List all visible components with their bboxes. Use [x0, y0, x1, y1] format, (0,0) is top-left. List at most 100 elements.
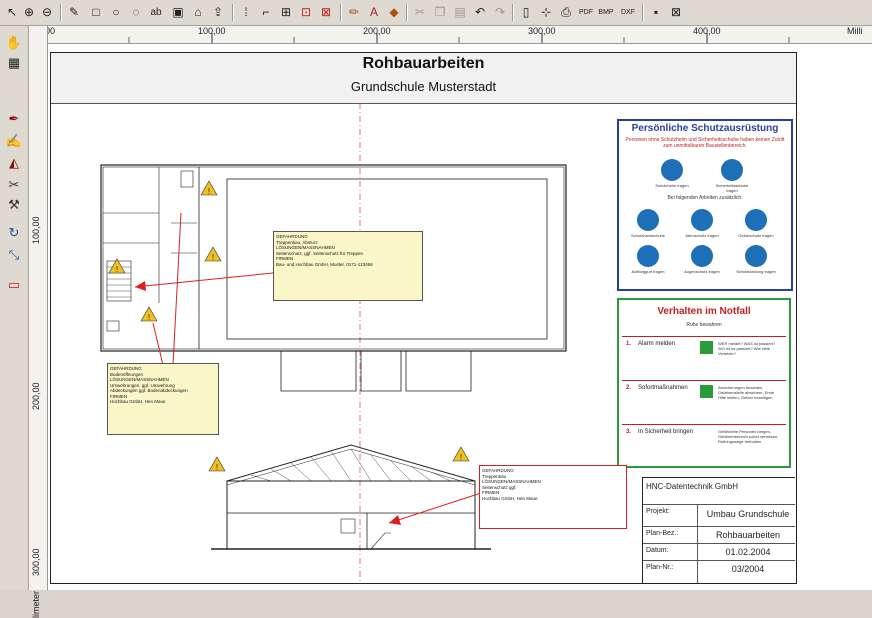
save-icon[interactable]: ▪ — [653, 5, 659, 19]
row-text: Absicherungen beachten, Gefahrenstelle a… — [718, 385, 775, 400]
ellipse-icon[interactable]: ○ — [112, 5, 120, 19]
note-line: Umwehrungen, ggf. Umwehrung — [110, 382, 175, 388]
export-icon[interactable]: ⇪ — [212, 5, 224, 19]
export-pdf-icon[interactable]: PDF — [579, 8, 593, 16]
row-text: Gefährdete Personen bergen, Gefahrenbere… — [718, 429, 779, 444]
export-dxf-icon[interactable]: DXF — [621, 8, 635, 16]
note-line: FIRMEN — [482, 490, 500, 495]
redo-icon[interactable]: ↷ — [494, 5, 506, 19]
note-line: GEFAHRDUNG — [110, 366, 142, 371]
align-icon[interactable]: ⊞ — [280, 5, 292, 19]
note-line: Treppenbau — [482, 473, 507, 479]
ruler-label: 200,00 — [363, 26, 391, 36]
fit-icon[interactable]: ⊹ — [540, 5, 552, 19]
drawing-canvas[interactable]: Rohbauarbeiten Grundschule Musterstadt — [48, 44, 872, 590]
note-line: GEFAHRDUNG — [276, 234, 308, 239]
ppe-sign: Persönliche Schutzausrüstung Personen oh… — [617, 119, 793, 291]
info-label: Plan-Nr.: — [646, 564, 674, 571]
row-label: Alarm melden — [638, 341, 676, 347]
info-label: Plan-Bez.: — [646, 530, 679, 537]
print-icon[interactable]: ⎙ — [561, 4, 571, 19]
svg-text:!: ! — [212, 253, 214, 262]
hazard-note[interactable]: GEFAHRDUNG Treppenbau LÖSUNGEN/MASSNAHME… — [479, 465, 627, 529]
comment-icon[interactable]: ▭ — [7, 277, 21, 292]
left-toolbar: ✋ ▦ ✒ ✍ ◭ ✂ ⚒ ↻ ⤡ ▭ — [0, 26, 29, 590]
row-number: 1. — [626, 341, 632, 347]
export-bmp-icon[interactable]: BMP — [598, 8, 614, 16]
horizontal-ruler[interactable]: 00 100,00 200,00 300,00 400,00 Milli — [45, 26, 872, 44]
info-row: Plan-Bez.: Rohbauarbeiten — [643, 526, 795, 543]
company-name: HNC-Datentechnik GmbH — [646, 482, 739, 491]
symbol-icon[interactable]: ⌂ — [194, 5, 202, 19]
note-line: FIRMEN — [110, 393, 128, 399]
fill-icon[interactable]: ◆ — [389, 5, 399, 19]
vertical-ruler[interactable]: 100,00 200,00 300,00 limeter — [29, 26, 48, 618]
harness-icon — [637, 245, 659, 267]
svg-text:!: ! — [460, 453, 462, 462]
ppe-label: Augenschutz tragen — [684, 269, 720, 274]
toolbar-separator — [232, 4, 234, 21]
pen-icon[interactable]: ✎ — [68, 5, 80, 19]
pointer-icon[interactable]: ↖ — [6, 5, 18, 19]
ppe-label: Schutzkleidung tragen — [736, 269, 776, 274]
phone-icon — [700, 341, 713, 354]
cut-tool-icon[interactable]: ✂ — [8, 177, 20, 192]
info-value: Rohbauarbeiten — [715, 530, 781, 540]
copy-icon[interactable]: ❐ — [434, 5, 446, 19]
pencil-icon[interactable]: ✏ — [348, 5, 360, 19]
camera-icon[interactable]: ▣ — [172, 5, 184, 19]
info-company-row: HNC-Datentechnik GmbH — [643, 478, 795, 498]
note-line: LÖSUNGEN/MASSNAHMEN — [482, 479, 541, 484]
ppe-label: Gehörschutz tragen — [738, 233, 774, 238]
hand-icon[interactable]: ✋ — [5, 35, 23, 50]
undo-icon[interactable]: ↶ — [474, 5, 486, 19]
dimension-icon[interactable]: ⚒ — [8, 197, 20, 212]
shape-icon[interactable]: ◭ — [9, 155, 19, 170]
emergency-subtitle: Ruhe bewahren — [686, 322, 722, 328]
info-value: 01.02.2004 — [725, 547, 771, 557]
snap-icon[interactable]: ⌐ — [262, 5, 270, 19]
info-row: Plan-Nr.: 03/2004 — [643, 560, 795, 577]
respirator-icon — [691, 209, 713, 231]
note-line: FIRMEN — [276, 256, 294, 261]
note-line: Bau- und Hochbau GmbH, Muster, 0171-1234… — [276, 261, 373, 267]
text-icon[interactable]: ab — [150, 6, 162, 18]
ppe-title: Persönliche Schutzausrüstung — [631, 123, 779, 134]
text-color-icon[interactable]: A — [369, 5, 378, 19]
select-all-icon[interactable]: ⊠ — [320, 5, 332, 19]
info-row: Projekt: Umbau Grundschule — [643, 504, 795, 525]
close-icon[interactable]: ⊠ — [670, 5, 682, 19]
resize-icon[interactable]: ⤡ — [8, 247, 20, 262]
new-page-icon[interactable]: ▯ — [522, 5, 530, 19]
cut-icon[interactable]: ✂ — [414, 5, 426, 19]
grid-icon[interactable]: ⁞ — [244, 5, 248, 19]
emergency-row: 2. Sofortmaßnahmen Absicherungen beachte… — [622, 380, 786, 419]
ppe-label: Schutzhelm tragen — [655, 183, 689, 188]
ruler-label: 00 — [45, 26, 56, 36]
ppe-subtitle: Personen ohne Schutzhelm und Sicherheits… — [625, 137, 785, 149]
rectangle-icon[interactable]: □ — [92, 5, 100, 19]
hazard-note[interactable]: GEFAHRDUNG Treppenbau, Absturz LÖSUNGEN/… — [273, 231, 423, 301]
zoom-out-icon[interactable]: ⊖ — [41, 5, 53, 19]
zoom-in-icon[interactable]: ⊕ — [23, 5, 35, 19]
pen-brush-icon[interactable]: ✍ — [5, 133, 23, 148]
pen-red-icon[interactable]: ✒ — [8, 111, 20, 126]
ppe-label: Sicherheitsschuhe tragen — [715, 183, 749, 193]
ppe-label: Auffanggurt tragen — [631, 269, 665, 274]
hazard-note[interactable]: GEFAHRDUNG Bodenöffnungen LÖSUNGEN/MASSN… — [107, 363, 219, 435]
ruler-label: 400,00 — [693, 26, 721, 36]
ruler-unit: limeter — [31, 590, 41, 618]
info-label: Datum: — [646, 547, 669, 554]
svg-text:!: ! — [216, 463, 218, 472]
paste-icon[interactable]: ▤ — [454, 5, 466, 19]
info-row: Datum: 01.02.2004 — [643, 543, 795, 560]
protective-clothing-icon — [745, 245, 767, 267]
row-text: WER meldet? WAS ist passiert? WO ist es … — [718, 341, 776, 356]
select-icon[interactable]: ⊡ — [300, 5, 312, 19]
emergency-row: 1. Alarm melden WER meldet? WAS ist pass… — [622, 336, 786, 375]
freeform-icon[interactable]: ◌ — [132, 5, 140, 19]
rotate-icon[interactable]: ↻ — [8, 225, 20, 240]
note-line: Hochbau GmbH, Hen Maue — [482, 495, 538, 501]
note-line: Seitenschutz ggf. — [482, 484, 517, 490]
layers-icon[interactable]: ▦ — [7, 55, 21, 70]
